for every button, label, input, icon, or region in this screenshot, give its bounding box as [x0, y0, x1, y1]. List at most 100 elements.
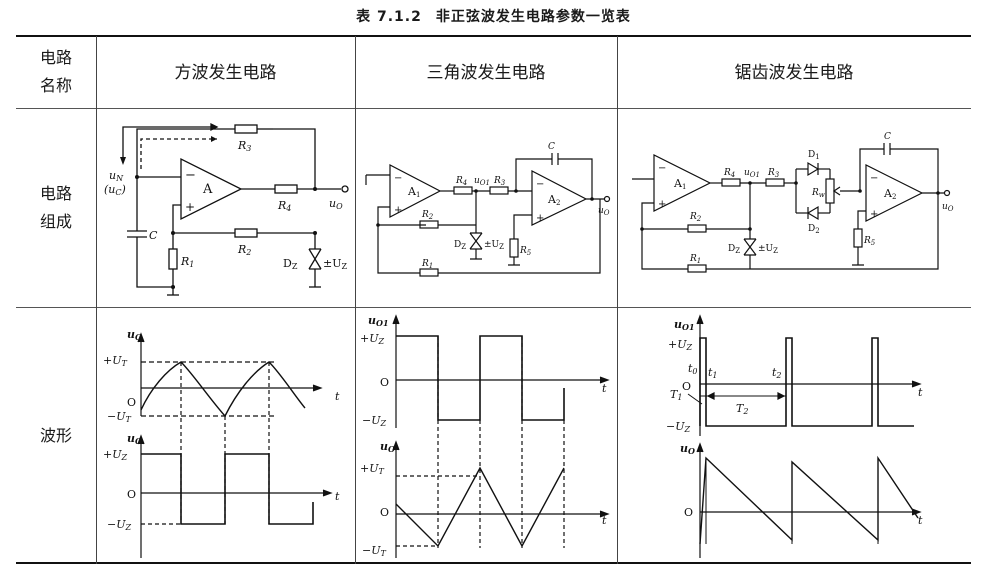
T2-label: T [736, 402, 745, 415]
t-lower: t [918, 514, 923, 527]
minus-uz: −U [107, 518, 126, 531]
svg-text:DZ: DZ [454, 240, 466, 251]
zero-upper: O [380, 376, 389, 389]
uo-axis: u [380, 440, 388, 453]
opamp-label: A [202, 182, 213, 197]
svg-text:A1: A1 [407, 185, 420, 199]
svg-text:T2: T2 [736, 402, 748, 416]
row-label-name-line1: 电路 [39, 48, 72, 67]
row-label-waveform: 波形 [39, 426, 72, 445]
row-divider-2 [16, 307, 971, 308]
uo-axis-sub: O [388, 444, 395, 454]
a1-label: A [673, 177, 683, 190]
svg-text:+UT: +UT [103, 354, 128, 368]
svg-text:uO: uO [380, 440, 395, 454]
uo1-sub: O1 [750, 171, 760, 179]
r1-sub: 1 [697, 257, 701, 265]
minus-uz: −U [362, 414, 381, 427]
square-wave-circuit: uN (uC) − + A R3 R4 R2 R1 C uO DZ ±UZ [104, 122, 349, 296]
pm-uz-label: ±U [758, 244, 774, 254]
rw-sub: w [819, 191, 825, 199]
pm-uz-sub: Z [342, 262, 348, 271]
dz-label: D [283, 257, 292, 270]
svg-text:+: + [870, 209, 878, 220]
svg-text:R1: R1 [180, 255, 194, 269]
svg-text:uO1: uO1 [674, 318, 695, 332]
table-title: 非正弦波发生电路参数一览表 [435, 9, 631, 25]
r4-label: R [277, 199, 286, 212]
r3-label: R [767, 168, 775, 178]
r2-label: R [689, 212, 697, 222]
svg-text:A1: A1 [673, 177, 686, 191]
svg-text:R4: R4 [723, 168, 735, 179]
svg-text:R2: R2 [237, 243, 251, 257]
svg-text:+UZ: +UZ [360, 332, 385, 346]
svg-text:T1: T1 [670, 388, 682, 402]
plus-uz: +U [668, 338, 687, 351]
t2-label: t [772, 366, 777, 379]
plus-ut: +U [103, 354, 122, 367]
T1-label: T [670, 388, 679, 401]
svg-text:+: + [394, 205, 402, 216]
r4-sub: 4 [462, 179, 467, 187]
svg-text:±UZ: ±UZ [484, 240, 504, 251]
svg-text:R1: R1 [421, 259, 433, 270]
uo1-axis: u [674, 318, 682, 331]
svg-text:A2: A2 [883, 187, 896, 201]
svg-text:uO: uO [127, 432, 142, 446]
uc-axis-sub: C [135, 332, 142, 342]
pm-uz-label: ±U [484, 240, 500, 250]
plus-uz: +U [103, 448, 122, 461]
svg-text:Rw: Rw [811, 188, 825, 199]
d2-label: D [808, 224, 815, 234]
a2-label: A [547, 193, 557, 206]
svg-text:−: − [658, 163, 666, 174]
svg-text:+: + [536, 213, 544, 224]
svg-text:R5: R5 [863, 236, 876, 247]
uo-axis-sub: O [688, 446, 695, 456]
uc-sub: C [115, 188, 121, 197]
uo1-axis-sub: O1 [682, 322, 695, 332]
column-header-square: 方波发生电路 [174, 63, 277, 83]
table-bottom-rule [16, 562, 971, 564]
r3-label: R [493, 176, 501, 186]
zero-upper: O [127, 396, 136, 409]
row-label-name-line2: 名称 [39, 76, 72, 95]
svg-text:+UT: +UT [360, 462, 385, 476]
a1-sub: 1 [416, 191, 420, 199]
svg-text:t0: t0 [688, 362, 698, 376]
d2-sub: 2 [815, 227, 819, 235]
svg-text:uC: uC [127, 328, 142, 342]
uo-sub: O [336, 202, 343, 211]
svg-text:A2: A2 [547, 193, 560, 207]
r4-sub: 4 [285, 204, 291, 213]
uo1-axis-sub: O1 [376, 318, 389, 328]
svg-text:−UT: −UT [107, 410, 132, 424]
uo-sub: O [604, 209, 610, 217]
svg-text:uO: uO [942, 202, 954, 213]
svg-text:DZ: DZ [728, 244, 740, 255]
uo-label: u [942, 202, 948, 212]
triangle-wave-circuit: − + A1 − + A2 R4 uO1 R3 C R2 R5 R1 DZ ±U… [365, 142, 611, 277]
column-divider-1 [96, 36, 97, 564]
svg-text:−: − [394, 173, 402, 184]
svg-text:uO: uO [329, 197, 343, 211]
zero-upper: O [682, 380, 691, 393]
svg-text:t2: t2 [772, 366, 782, 380]
svg-text:R3: R3 [493, 176, 506, 187]
minus-ut-sub: T [381, 549, 387, 558]
r1-sub: 1 [189, 260, 194, 269]
r3-sub: 3 [246, 144, 251, 153]
svg-text:uO1: uO1 [368, 314, 389, 328]
r5-label: R [519, 246, 527, 256]
dz-label: D [454, 240, 461, 250]
uo-axis: u [680, 442, 688, 455]
svg-text:(uC): (uC) [104, 183, 126, 197]
a1-label: A [407, 185, 417, 198]
column-header-sawtooth: 锯齿波发生电路 [734, 63, 854, 83]
r3-sub: 3 [501, 179, 506, 187]
svg-text:−UZ: −UZ [666, 420, 691, 434]
zero-lower: O [684, 506, 693, 519]
uc-label: (u [104, 183, 115, 196]
